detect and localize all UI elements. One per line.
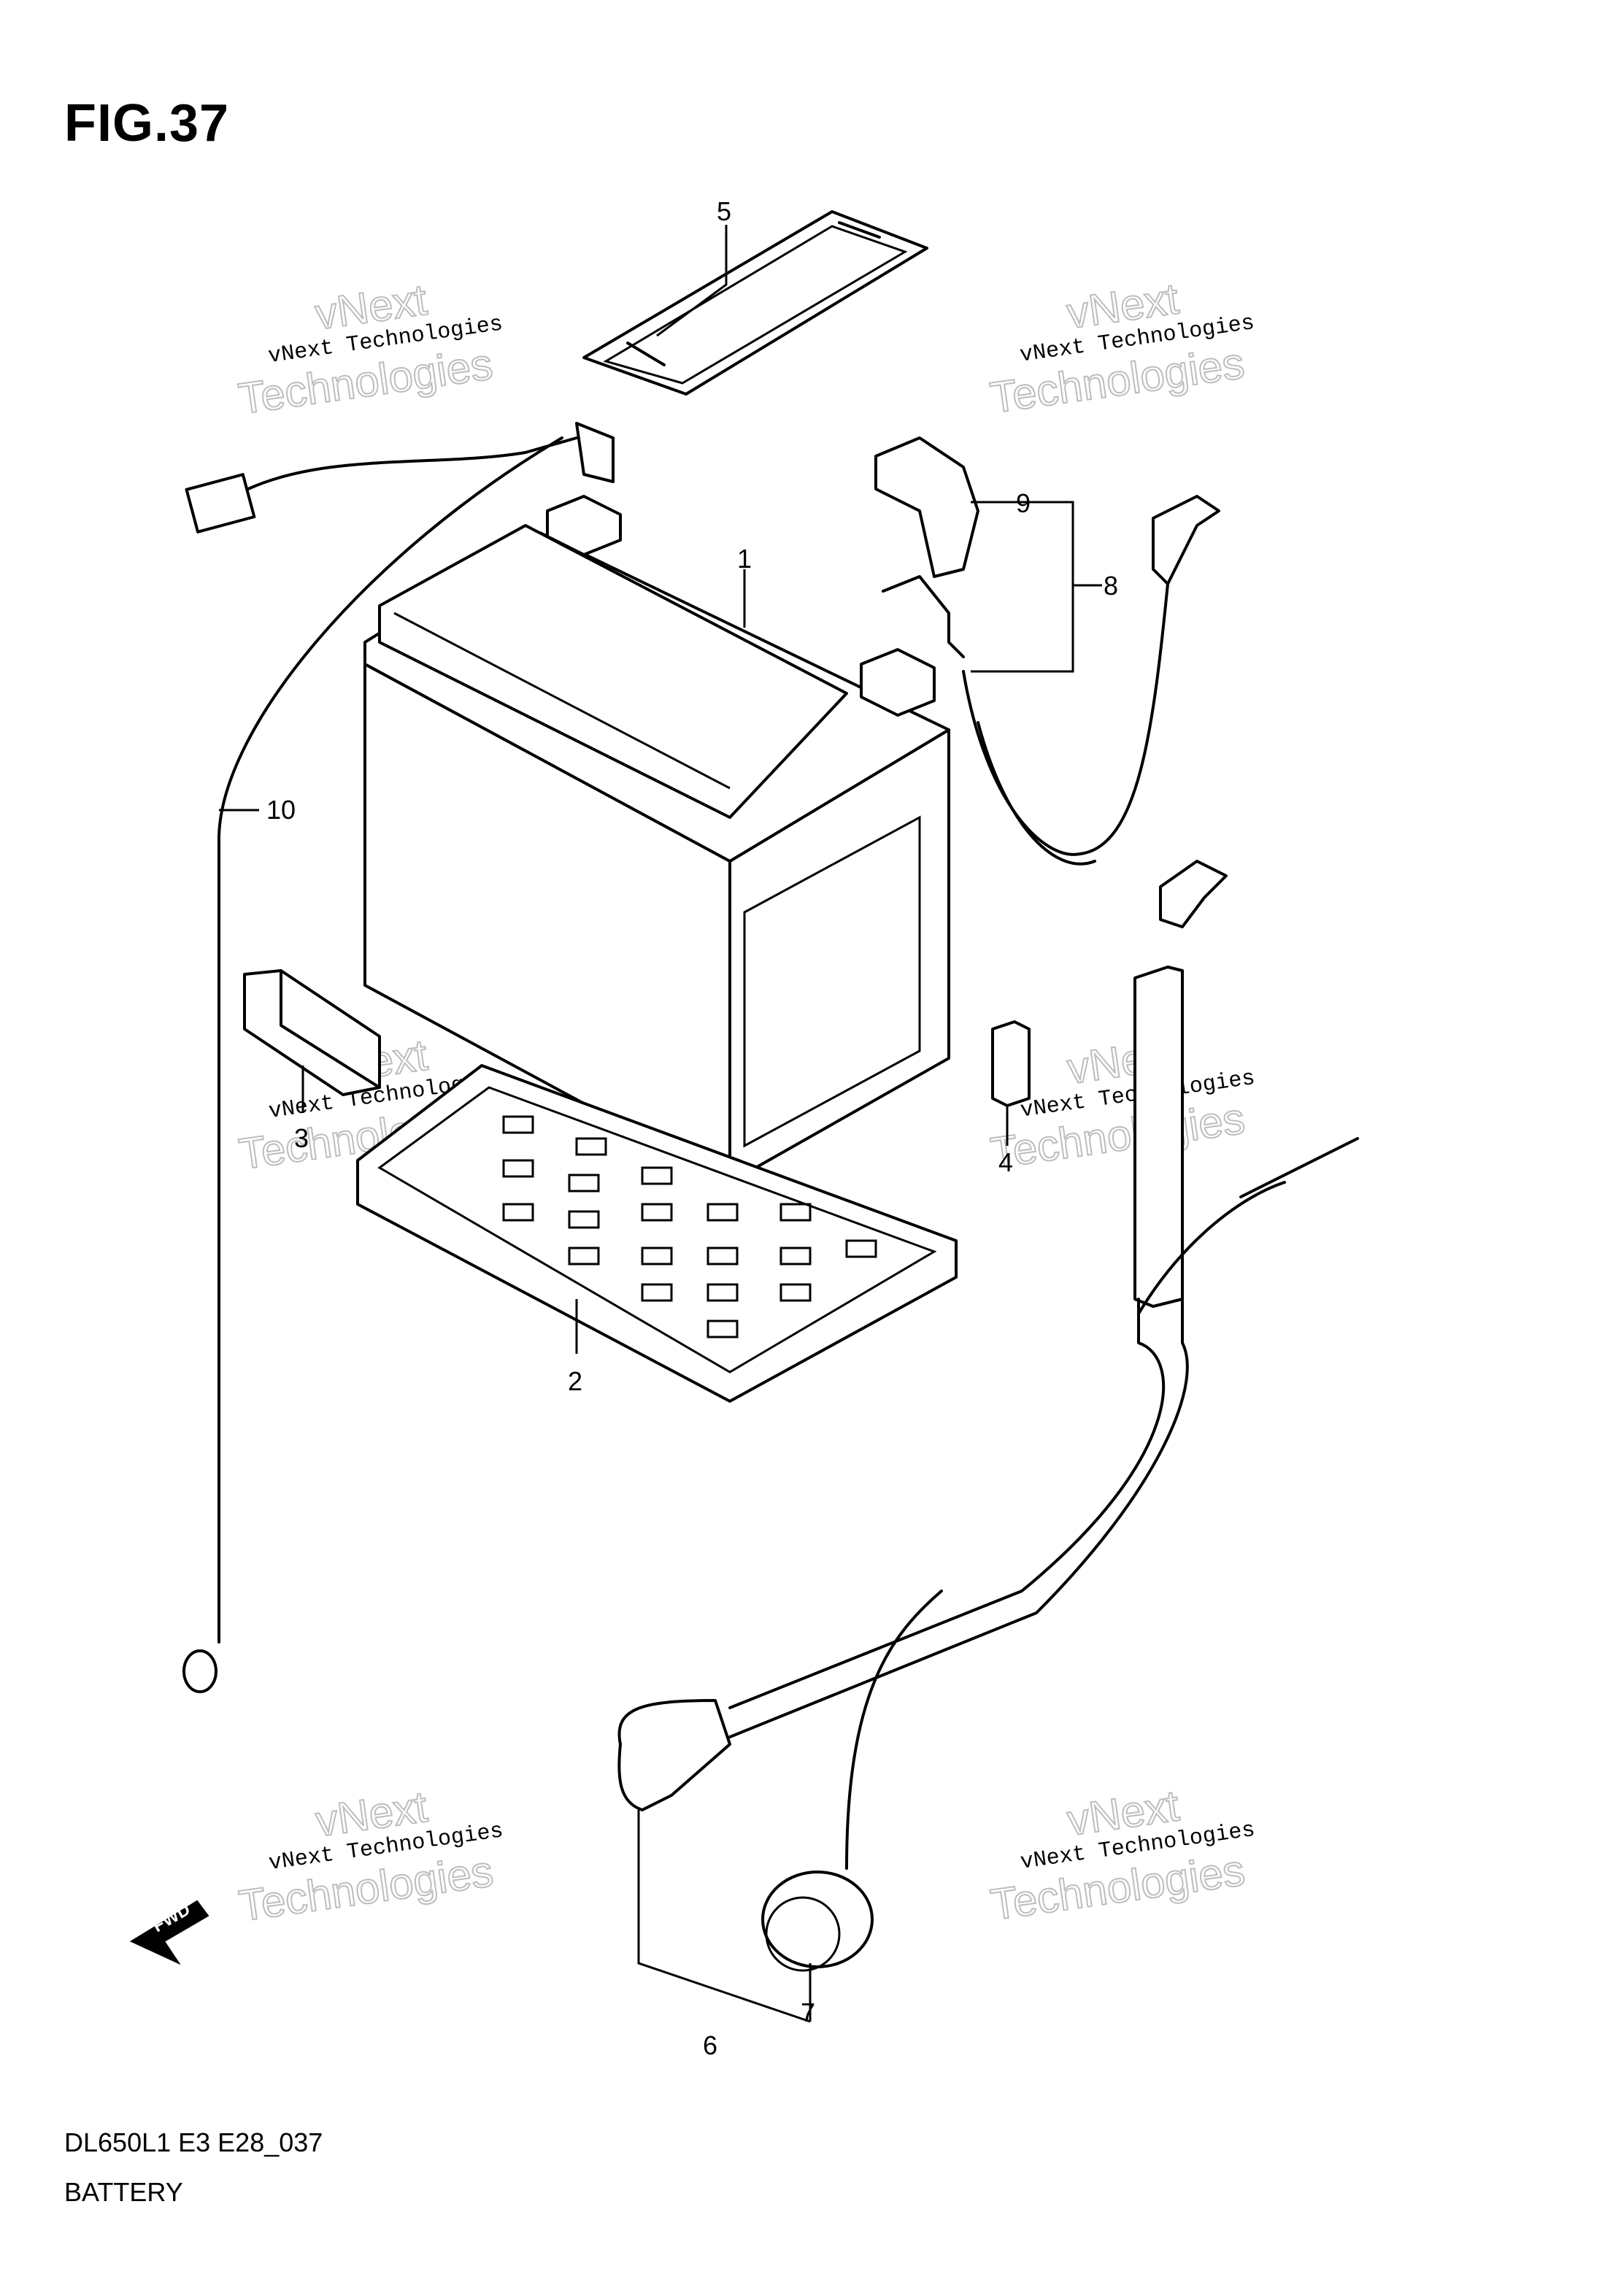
ground-lead-drawing (182, 422, 615, 1693)
callout-1: 1 (737, 544, 752, 574)
watermark-top-right: vNext vNext Technologies Technologies (987, 273, 1256, 423)
callout-10: 10 (266, 795, 296, 825)
callout-2: 2 (568, 1366, 582, 1396)
pad-4-drawing (991, 1020, 1031, 1107)
watermark-bottom-right: vNext vNext Technologies Technologies (987, 1780, 1256, 1930)
callout-8: 8 (1104, 571, 1118, 601)
callout-7: 7 (801, 1998, 815, 2027)
battery-drawing (363, 495, 950, 1184)
callout-numbers: 1 2 3 4 5 6 7 8 9 10 (266, 196, 1118, 2060)
pad-3-drawing (243, 969, 381, 1096)
watermark-top-left: vNext vNext Technologies Technologies (235, 274, 504, 424)
forward-direction-marker: FWD (129, 1899, 209, 1965)
figure-title: FIG.37 (64, 94, 230, 153)
watermark-bottom-left: vNext vNext Technologies Technologies (235, 1781, 504, 1931)
callout-9: 9 (1016, 488, 1031, 518)
battery-band-drawing (582, 210, 928, 396)
callout-4: 4 (998, 1147, 1013, 1177)
callout-5: 5 (717, 196, 731, 226)
negative-lead-drawing (617, 860, 1359, 1972)
model-code: DL650L1 E3 E28_037 (64, 2127, 323, 2157)
callout-leaders (219, 225, 1102, 2023)
callout-3: 3 (294, 1123, 309, 1153)
tray-slots (502, 1115, 877, 1338)
battery-tray-drawing (356, 1064, 958, 1403)
positive-lead-drawing (874, 436, 1220, 866)
callout-6: 6 (703, 2030, 717, 2060)
section-name: BATTERY (64, 2177, 183, 2207)
